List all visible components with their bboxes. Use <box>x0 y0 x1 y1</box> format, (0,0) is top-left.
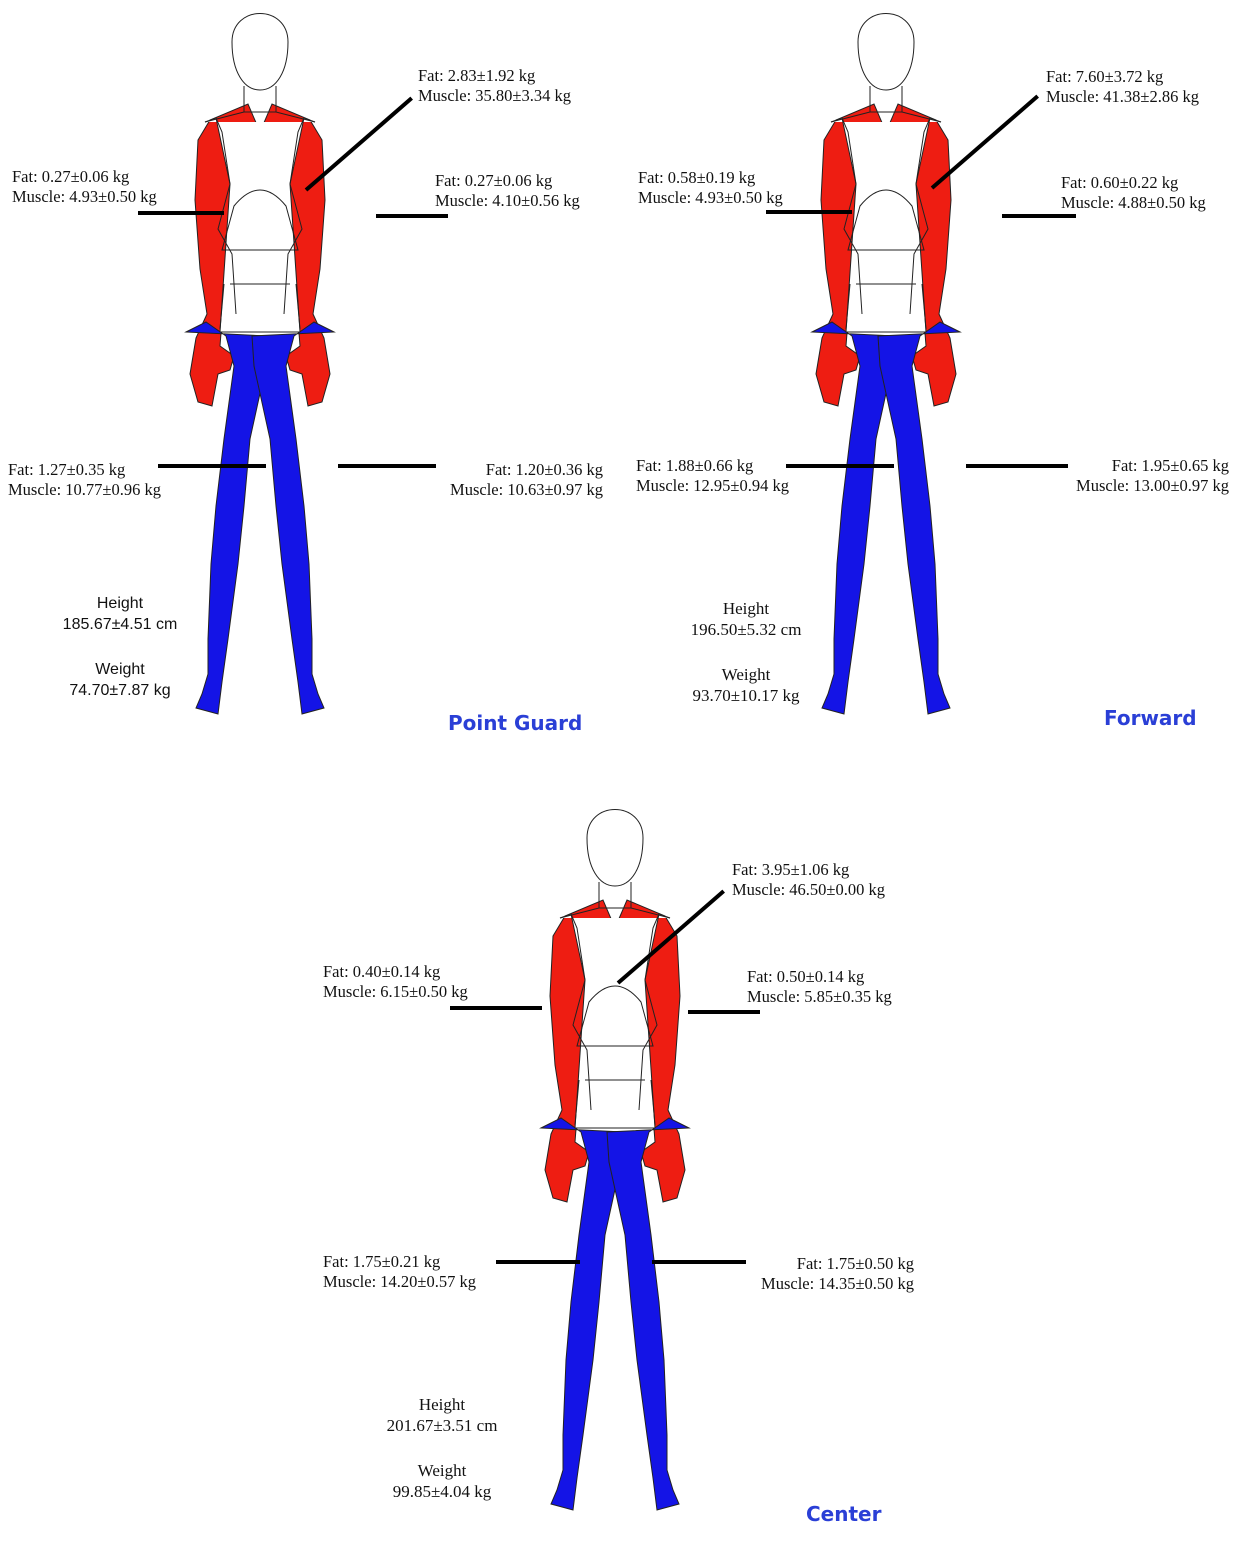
left-arm-leader-line <box>450 1006 542 1010</box>
position-title: Forward <box>1104 706 1197 730</box>
weight-label: Weight <box>40 659 200 680</box>
left-leg-muscle: Muscle: 12.95±0.94 kg <box>636 476 789 496</box>
right-arm-fat: Fat: 0.27±0.06 kg <box>435 171 580 191</box>
right-arm-fat: Fat: 0.50±0.14 kg <box>747 967 892 987</box>
height-weight-block: Height 201.67±3.51 cm Weight 99.85±4.04 … <box>362 1394 522 1502</box>
left-arm-label: Fat: 0.58±0.19 kg Muscle: 4.93±0.50 kg <box>638 168 783 208</box>
right-leg-leader-line <box>338 464 436 468</box>
left-leg-leader-line <box>786 464 894 468</box>
head-outline <box>587 810 643 887</box>
right-leg-fat: Fat: 1.75±0.50 kg <box>761 1254 914 1274</box>
right-leg-leader-line <box>652 1260 746 1264</box>
trunk-muscle: Muscle: 41.38±2.86 kg <box>1046 87 1199 107</box>
right-leg-fat: Fat: 1.20±0.36 kg <box>450 460 603 480</box>
left-leg-label: Fat: 1.27±0.35 kg Muscle: 10.77±0.96 kg <box>8 460 161 500</box>
right-arm-label: Fat: 0.50±0.14 kg Muscle: 5.85±0.35 kg <box>747 967 892 1007</box>
right-leg-fat: Fat: 1.95±0.65 kg <box>1076 456 1229 476</box>
trunk-label: Fat: 7.60±3.72 kg Muscle: 41.38±2.86 kg <box>1046 67 1199 107</box>
right-arm-muscle: Muscle: 4.10±0.56 kg <box>435 191 580 211</box>
left-arm-fat: Fat: 0.58±0.19 kg <box>638 168 783 188</box>
weight-value: 93.70±10.17 kg <box>666 685 826 706</box>
weight-value: 74.70±7.87 kg <box>40 680 200 701</box>
height-label: Height <box>666 598 826 619</box>
mannequin <box>186 14 334 715</box>
right-arm-leader-line <box>688 1010 760 1014</box>
right-leg-muscle: Muscle: 14.35±0.50 kg <box>761 1274 914 1294</box>
right-arm-fat: Fat: 0.60±0.22 kg <box>1061 173 1206 193</box>
right-arm-leader-line <box>376 214 448 218</box>
left-arm-muscle: Muscle: 6.15±0.50 kg <box>323 982 468 1002</box>
panel-forward: Fat: 7.60±3.72 kg Muscle: 41.38±2.86 kg … <box>620 0 1240 745</box>
left-arm-leader-line <box>138 211 224 215</box>
left-leg-label: Fat: 1.75±0.21 kg Muscle: 14.20±0.57 kg <box>323 1252 476 1292</box>
position-title: Center <box>806 1502 881 1526</box>
left-arm-fat: Fat: 0.27±0.06 kg <box>12 167 157 187</box>
height-value: 201.67±3.51 cm <box>362 1415 522 1436</box>
head-outline <box>858 14 914 91</box>
left-arm-label: Fat: 0.40±0.14 kg Muscle: 6.15±0.50 kg <box>323 962 468 1002</box>
height-value: 196.50±5.32 cm <box>666 619 826 640</box>
height-label: Height <box>40 593 200 614</box>
trunk-fat: Fat: 3.95±1.06 kg <box>732 860 885 880</box>
left-leg-label: Fat: 1.88±0.66 kg Muscle: 12.95±0.94 kg <box>636 456 789 496</box>
height-weight-block: Height 185.67±4.51 cm Weight 74.70±7.87 … <box>40 593 200 701</box>
trunk-muscle: Muscle: 46.50±0.00 kg <box>732 880 885 900</box>
height-label: Height <box>362 1394 522 1415</box>
height-value: 185.67±4.51 cm <box>40 614 200 635</box>
mannequin <box>812 14 960 715</box>
right-leg-label: Fat: 1.75±0.50 kg Muscle: 14.35±0.50 kg <box>761 1254 914 1294</box>
weight-value: 99.85±4.04 kg <box>362 1481 522 1502</box>
position-title: Point Guard <box>448 711 582 735</box>
weight-label: Weight <box>666 664 826 685</box>
left-arm-fat: Fat: 0.40±0.14 kg <box>323 962 468 982</box>
height-weight-block: Height 196.50±5.32 cm Weight 93.70±10.17… <box>666 598 826 706</box>
right-arm-muscle: Muscle: 4.88±0.50 kg <box>1061 193 1206 213</box>
right-arm-leader-line <box>1002 214 1076 218</box>
right-leg-muscle: Muscle: 10.63±0.97 kg <box>450 480 603 500</box>
left-leg-muscle: Muscle: 10.77±0.96 kg <box>8 480 161 500</box>
head-outline <box>232 14 288 91</box>
right-arm-label: Fat: 0.60±0.22 kg Muscle: 4.88±0.50 kg <box>1061 173 1206 213</box>
trunk-fat: Fat: 7.60±3.72 kg <box>1046 67 1199 87</box>
left-arm-label: Fat: 0.27±0.06 kg Muscle: 4.93±0.50 kg <box>12 167 157 207</box>
right-leg-leader-line <box>966 464 1068 468</box>
trunk-muscle: Muscle: 35.80±3.34 kg <box>418 86 571 106</box>
panel-center: Fat: 3.95±1.06 kg Muscle: 46.50±0.00 kg … <box>310 796 930 1526</box>
trunk-label: Fat: 3.95±1.06 kg Muscle: 46.50±0.00 kg <box>732 860 885 900</box>
left-leg-leader-line <box>158 464 266 468</box>
trunk-fat: Fat: 2.83±1.92 kg <box>418 66 571 86</box>
right-leg-label: Fat: 1.20±0.36 kg Muscle: 10.63±0.97 kg <box>450 460 603 500</box>
weight-label: Weight <box>362 1460 522 1481</box>
mannequin <box>541 810 689 1511</box>
right-arm-label: Fat: 0.27±0.06 kg Muscle: 4.10±0.56 kg <box>435 171 580 211</box>
left-leg-fat: Fat: 1.27±0.35 kg <box>8 460 161 480</box>
left-leg-fat: Fat: 1.88±0.66 kg <box>636 456 789 476</box>
left-leg-fat: Fat: 1.75±0.21 kg <box>323 1252 476 1272</box>
panel-point-guard: Fat: 2.83±1.92 kg Muscle: 35.80±3.34 kg … <box>0 0 620 745</box>
left-arm-muscle: Muscle: 4.93±0.50 kg <box>638 188 783 208</box>
right-leg-label: Fat: 1.95±0.65 kg Muscle: 13.00±0.97 kg <box>1076 456 1229 496</box>
trunk-label: Fat: 2.83±1.92 kg Muscle: 35.80±3.34 kg <box>418 66 571 106</box>
left-leg-muscle: Muscle: 14.20±0.57 kg <box>323 1272 476 1292</box>
right-arm-muscle: Muscle: 5.85±0.35 kg <box>747 987 892 1007</box>
left-arm-leader-line <box>766 210 852 214</box>
right-leg-muscle: Muscle: 13.00±0.97 kg <box>1076 476 1229 496</box>
left-arm-muscle: Muscle: 4.93±0.50 kg <box>12 187 157 207</box>
left-leg-leader-line <box>496 1260 580 1264</box>
